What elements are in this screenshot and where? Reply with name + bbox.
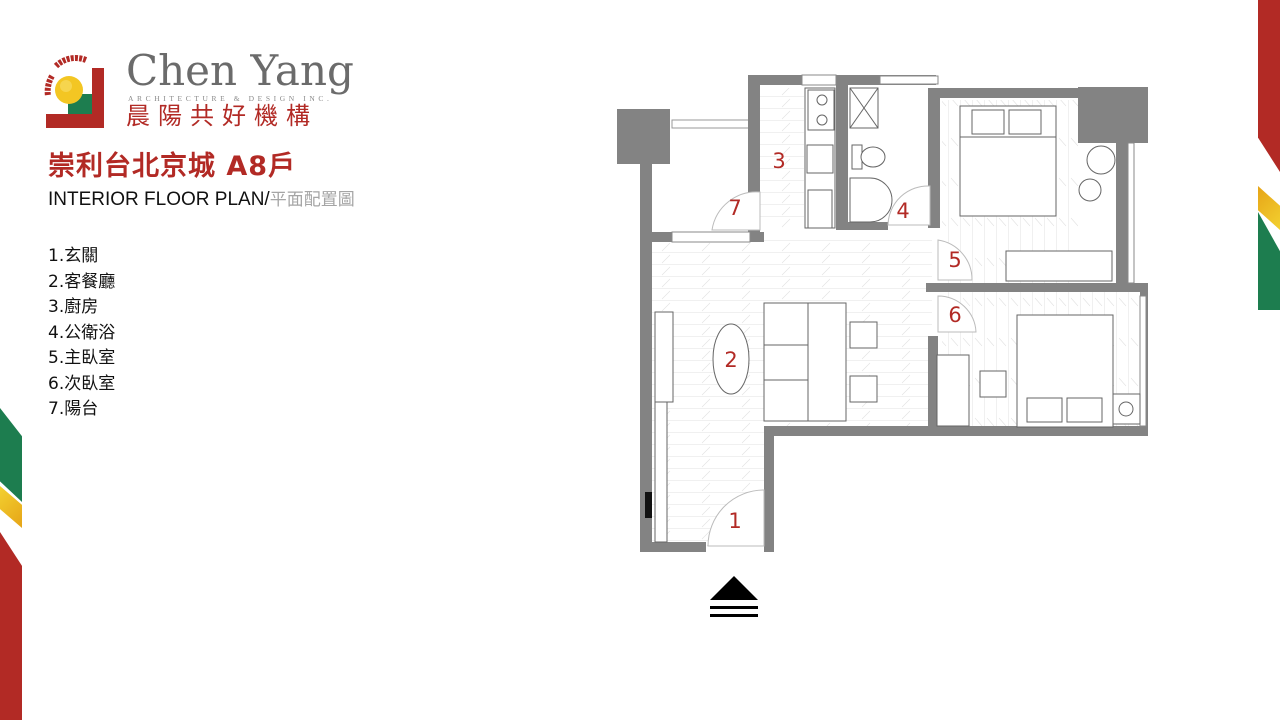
company-logo-icon — [44, 55, 104, 128]
decorative-stripe-red-left — [0, 532, 22, 720]
entrance-arrow-icon — [710, 576, 758, 617]
room-label-1: 1 — [728, 509, 741, 533]
subtitle-chinese: 平面配置圖 — [269, 190, 355, 210]
door-swings — [707, 185, 977, 547]
brand-name: Chen Yang — [126, 46, 354, 95]
master-bedroom-furniture — [959, 105, 1116, 282]
legend-item: 4.公衛浴 — [48, 322, 116, 343]
room-legend: 1.玄關 2.客餐廳 3.廚房 4.公衛浴 5.主臥室 6.次臥室 7.陽台 — [48, 244, 115, 423]
living-furniture — [654, 302, 878, 543]
brand-tagline: ARCHITECTURE & DESIGN INC. — [128, 94, 333, 103]
floor-plan: 1 2 3 4 5 6 7 — [617, 74, 1148, 617]
room-label-7: 7 — [728, 196, 741, 220]
brand-name-chinese: 晨陽共好機構 — [126, 102, 318, 130]
subtitle-english: INTERIOR FLOOR PLAN/ — [48, 189, 270, 210]
decorative-stripe-red-right — [1258, 0, 1280, 172]
legend-item: 1.玄關 — [48, 246, 99, 266]
page-subtitle: INTERIOR FLOOR PLAN/平面配置圖 — [48, 188, 355, 212]
kitchen-floor — [760, 88, 804, 228]
legend-item: 7.陽台 — [48, 399, 99, 419]
legend-item: 5.主臥室 — [48, 348, 116, 368]
legend-item: 3.廚房 — [48, 297, 99, 317]
windows — [671, 74, 1147, 427]
bathroom-fixtures — [849, 87, 893, 223]
shoe-cabinet-mark — [645, 492, 652, 518]
walls — [617, 75, 1148, 552]
page-title: 崇利台北京城 A8戶 — [48, 151, 297, 182]
second-bedroom-furniture — [936, 314, 1141, 428]
decorative-stripe-green-left — [0, 408, 22, 502]
room-label-6: 6 — [948, 303, 961, 327]
legend-item: 6.次臥室 — [48, 373, 116, 394]
room-label-3: 3 — [772, 149, 785, 173]
room-label-2: 2 — [724, 348, 737, 372]
legend-item: 2.客餐廳 — [48, 271, 116, 292]
room-labels: 1 2 3 4 5 6 7 — [724, 149, 961, 533]
kitchen-fixtures — [804, 87, 836, 229]
room-label-5: 5 — [948, 248, 961, 272]
room-label-4: 4 — [896, 199, 909, 223]
